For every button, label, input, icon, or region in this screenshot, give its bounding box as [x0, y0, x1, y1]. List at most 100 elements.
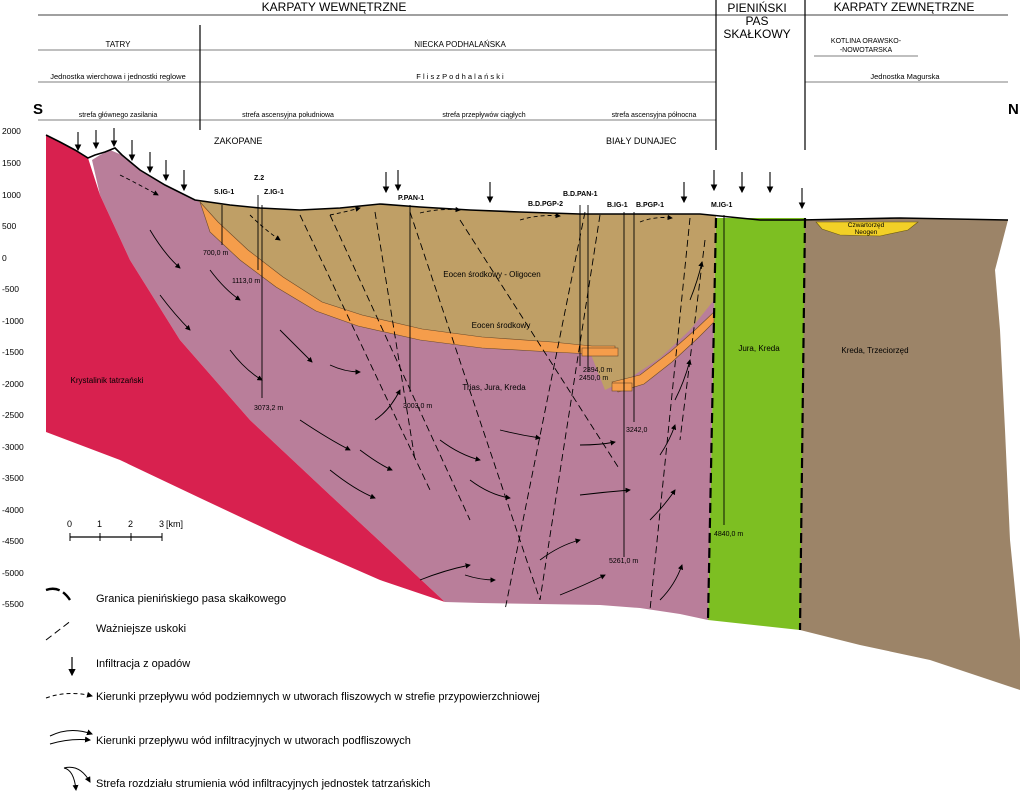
- label-eocen-oligocen: Eocen środkowy - Oligocen: [443, 270, 540, 279]
- label-tatry: TATRY: [106, 40, 132, 49]
- tick-1500: 1500: [2, 158, 21, 168]
- label-neogen: Neogen: [855, 229, 878, 236]
- legend-surface-flow: Kierunki przepływu wód podziemnych w utw…: [96, 691, 540, 703]
- legend-symbol-faults: [45, 619, 73, 641]
- faults: [299, 211, 706, 611]
- well-b-pgp-1: B.PGP-1: [636, 202, 664, 209]
- legend-symbol-surface-flow: [45, 691, 93, 699]
- tick-minus-4500: -4500: [2, 536, 24, 546]
- region-inner-carpathians: KARPATY WEWNĘTRZNE: [262, 0, 407, 14]
- pieniny-boundary-north: [798, 217, 807, 631]
- tick-minus-3500: -3500: [2, 473, 24, 483]
- infiltration-arrows: [74, 128, 806, 210]
- label-eocen: Eocen środkowy: [472, 321, 531, 330]
- topographic-surface: [45, 134, 1009, 221]
- deep-flow-arrows: [149, 229, 704, 601]
- well-z-ig-1: Z.IG-1: [264, 189, 284, 196]
- region-pieniny-line1: PIENIŃSKI: [727, 0, 786, 15]
- scale-unit: [km]: [166, 519, 183, 529]
- legend-symbol-pieniny-boundary: [45, 587, 71, 601]
- unit-czwartorzed: [815, 221, 919, 237]
- tick-minus-1500: -1500: [2, 347, 24, 357]
- tick-0: 0: [2, 253, 7, 263]
- tick-minus-1000: -1000: [2, 316, 24, 326]
- label-trias: Trias, Jura, Kreda: [462, 383, 526, 392]
- surface-flow-arrows: [119, 174, 673, 241]
- label-czwartorzed: Czwartorzęd: [848, 222, 885, 229]
- legend: Granica pienińskiego pasa skałkowego Waż…: [45, 587, 540, 791]
- tick-1000: 1000: [2, 190, 21, 200]
- legend-symbol-divide-2: [63, 766, 91, 783]
- unit-labels: Krystalinik tatrzański Eocen środkowy - …: [71, 222, 909, 392]
- depth-b-pgp-1: 3242,0: [626, 427, 648, 434]
- depth-b-ig-1: 5261,0 m: [609, 558, 638, 565]
- depth-z-ig-1: 3073,2 m: [254, 405, 283, 412]
- header: KARPATY WEWNĘTRZNE KARPATY ZEWNĘTRZNE PI…: [33, 0, 1019, 150]
- label-kotlina-line2: -NOWOTARSKA: [840, 47, 893, 54]
- well-p-pan-1: P.PAN-1: [398, 195, 424, 202]
- wells: [221, 195, 725, 557]
- tick-minus-2500: -2500: [2, 410, 24, 420]
- tick-minus-5000: -5000: [2, 568, 24, 578]
- label-krystalinik: Krystalinik tatrzański: [71, 376, 144, 385]
- region-outer-carpathians: KARPATY ZEWNĘTRZNE: [834, 0, 975, 14]
- label-south: S: [33, 101, 43, 118]
- region-pieniny-line3: SKAŁKOWY: [723, 27, 790, 41]
- label-bialy-dunajec: BIAŁY DUNAJEC: [606, 136, 677, 146]
- label-zone-south-ascending: strefa ascensyjna południowa: [242, 112, 334, 119]
- legend-pieniny-boundary: Granica pienińskiego pasa skałkowego: [96, 593, 286, 605]
- elevation-axis: 2000 1500 1000 500 0 -500 -1000 -1500 -2…: [2, 126, 24, 609]
- unit-krystalinik: [46, 135, 445, 602]
- label-unit-magura: Jednostka Magurska: [870, 72, 940, 81]
- well-bd-pan-1: B.D.PAN-1: [563, 191, 598, 198]
- legend-faults: Ważniejsze uskoki: [96, 623, 186, 635]
- scale-tick-2: 2: [128, 519, 133, 529]
- scale-tick-1: 1: [97, 519, 102, 529]
- depth-bd-pan-1: 2450,0 m: [579, 375, 608, 382]
- unit-eocen-oligocen: [198, 200, 716, 390]
- pieniny-boundary-south: [706, 217, 718, 621]
- legend-deep-flow: Kierunki przepływu wód infiltracyjnych w…: [96, 735, 411, 747]
- label-unit-flisz: F l i s z P o d h a l a ń s k i: [416, 72, 504, 81]
- well-m-ig-1: M.IG-1: [711, 202, 732, 209]
- legend-symbol-divide-1: [63, 767, 79, 791]
- label-north: N: [1008, 101, 1019, 118]
- label-zone-main-recharge: strefa głównego zasilania: [79, 112, 158, 119]
- label-zakopane: ZAKOPANE: [214, 136, 262, 146]
- legend-symbol-deep-flow: [49, 729, 93, 737]
- well-bd-pgp-2: B.D.PGP-2: [528, 201, 563, 208]
- tick-minus-2000: -2000: [2, 379, 24, 389]
- tick-500: 500: [2, 221, 16, 231]
- tick-minus-500: -500: [2, 284, 19, 294]
- legend-symbol-deep-flow-2: [49, 736, 91, 745]
- unit-eocen-block: [581, 347, 619, 357]
- tick-minus-4000: -4000: [2, 505, 24, 515]
- depth-s-ig-1: 700,0 m: [203, 250, 228, 257]
- unit-pieniny-klippen-belt: [708, 218, 805, 630]
- label-kotlina-line1: KOTLINA ORAWSKO-: [831, 38, 902, 45]
- legend-divide: Strefa rozdziału strumienia wód infiltra…: [96, 778, 430, 790]
- label-jura: Jura, Kreda: [738, 344, 780, 353]
- scale-tick-0: 0: [67, 519, 72, 529]
- legend-infiltration: Infiltracja z opadów: [96, 658, 190, 670]
- label-unit-tatry: Jednostka wierchowa i jednostki reglowe: [50, 72, 186, 81]
- label-kreda: Kreda, Trzeciorzęd: [841, 346, 908, 355]
- unit-eocen-block-2: [611, 382, 633, 392]
- label-niecka: NIECKA PODHALAŃSKA: [414, 40, 506, 49]
- label-zone-north-ascending: strefa ascensyjna północna: [612, 112, 697, 119]
- depth-p-pan-1: 3003,0 m: [403, 403, 432, 410]
- well-z2: Z.2: [254, 175, 264, 182]
- tick-minus-3000: -3000: [2, 442, 24, 452]
- tick-2000: 2000: [2, 126, 21, 136]
- well-b-ig-1: B.IG-1: [607, 202, 628, 209]
- depth-m-ig-1: 4840,0 m: [714, 531, 743, 538]
- unit-magura: [800, 218, 1020, 690]
- well-s-ig-1: S.IG-1: [214, 189, 234, 196]
- scale-tick-3: 3: [159, 519, 164, 529]
- depth-bd-pgp-2: 2394,0 m: [583, 367, 612, 374]
- label-zone-continuous-flow: strefa przepływów ciągłych: [442, 112, 525, 119]
- scale-bar: 0 1 2 3 [km]: [67, 519, 183, 541]
- region-pieniny-line2: PAS: [745, 14, 768, 28]
- well-labels: S.IG-1 Z.2 Z.IG-1 P.PAN-1 B.D.PGP-2 B.D.…: [203, 175, 743, 565]
